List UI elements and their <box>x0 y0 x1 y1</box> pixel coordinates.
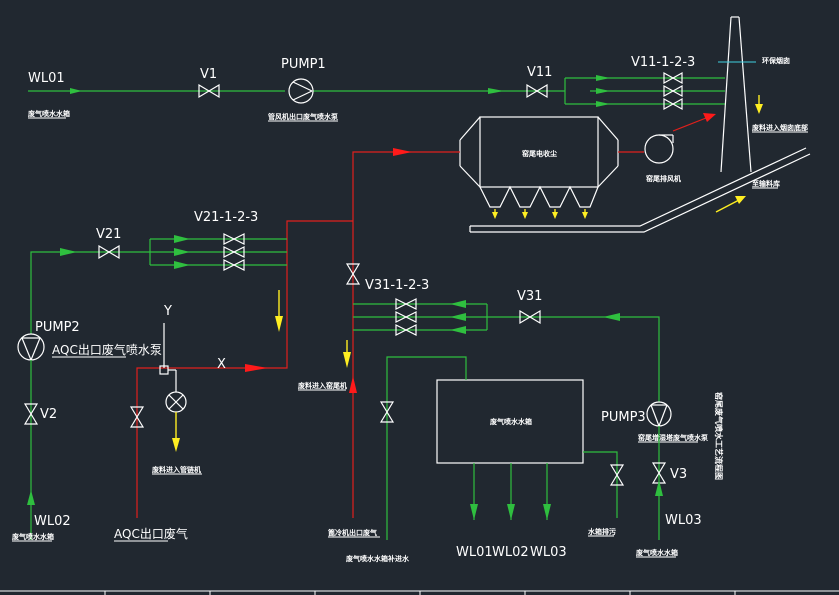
pump2-desc: AQC出口废气喷水泵 <box>52 342 162 357</box>
pump1-desc: 管风机出口废气喷水泵 <box>268 112 338 121</box>
wl02-inlet-desc: 废气喷水水箱 <box>12 532 54 541</box>
y-label: Y <box>163 304 172 319</box>
valve-tank-supply[interactable] <box>379 401 395 423</box>
tank-outlets <box>470 463 551 520</box>
water-tank <box>436 379 584 464</box>
valve-group-v11-123-label: V11-1-2-3 <box>631 55 695 70</box>
valve-group-v21-123[interactable] <box>223 233 245 271</box>
valve-group-v31-123[interactable] <box>395 298 417 336</box>
valve-v1-label: V1 <box>200 67 217 82</box>
valve-aqc[interactable] <box>129 406 145 428</box>
valve-v2[interactable] <box>23 403 39 425</box>
valve-group-v21-123-label: V21-1-2-3 <box>194 210 258 225</box>
valve-v31[interactable] <box>519 309 541 325</box>
chimney <box>718 16 756 173</box>
v21-water-line <box>30 235 287 334</box>
raw-material-desc: 废料进入管链机 <box>152 465 201 474</box>
valve-v31-label: V31 <box>517 289 542 304</box>
kiln-tail-desc: 废料进入窑尾机 <box>298 381 347 390</box>
wl01-inlet-desc: 废气喷水水箱 <box>28 109 70 118</box>
rotary-feeder[interactable] <box>165 391 187 413</box>
pump1-label: PUMP1 <box>281 57 326 72</box>
wl03-outlet-label: WL03 <box>530 545 567 560</box>
pump1[interactable] <box>288 78 314 104</box>
drain-line <box>583 451 618 518</box>
wl03-inlet-desc: 废气喷水水箱 <box>636 548 678 557</box>
pump3-label: PUMP3 <box>601 410 646 425</box>
kiln-tail-fan[interactable] <box>644 134 674 164</box>
pump3-desc: 窑尾增湿塔废气喷水泵 <box>638 433 708 442</box>
valve-drain[interactable] <box>609 464 625 486</box>
dust-collector-desc: 窑尾电收尘 <box>522 149 557 158</box>
aqc-outlet-label: AQC出口废气 <box>114 526 188 541</box>
wl01-inlet-label: WL01 <box>28 71 65 86</box>
top-water-line <box>28 75 725 107</box>
v31-water-line <box>353 300 660 402</box>
wl02-outlet-label: WL02 <box>492 545 529 560</box>
dust-collector <box>459 116 619 219</box>
conveyor <box>469 147 811 233</box>
diagram-title: 窑尾废气喷水工艺流程图 <box>714 392 724 480</box>
pump2[interactable] <box>17 333 45 361</box>
valve-group-v11-123[interactable] <box>663 71 683 111</box>
tank-supply-line <box>386 356 467 540</box>
valve-group-v31-123-label: V31-1-2-3 <box>365 278 429 293</box>
valve-v21[interactable] <box>98 244 120 260</box>
wl01-outlet-label: WL01 <box>456 545 493 560</box>
water-tank-desc: 废气喷水水箱 <box>490 417 532 426</box>
chimney-inlet-desc: 废料进入烟囱底部 <box>752 123 808 132</box>
pump2-label: PUMP2 <box>35 320 80 335</box>
x-label: X <box>217 357 226 372</box>
valve-v21-label: V21 <box>96 227 121 242</box>
pump3[interactable] <box>646 401 672 427</box>
valve-v11-label: V11 <box>527 65 552 80</box>
valve-v3-label: V3 <box>670 467 687 482</box>
valve-v11[interactable] <box>526 83 548 99</box>
valve-v1[interactable] <box>198 83 220 99</box>
wl03-inlet-label: WL03 <box>665 513 702 528</box>
fan-desc: 窑尾排风机 <box>646 174 681 183</box>
valve-v2-label: V2 <box>40 407 57 422</box>
chimney-top-desc: 环保烟囱 <box>762 56 790 65</box>
wl02-inlet-label: WL02 <box>34 514 71 529</box>
conveyor-desc: 至输料库 <box>752 179 780 188</box>
tank-supply-desc: 废气喷水水箱补进水 <box>346 554 410 563</box>
drain-desc: 水箱排污 <box>588 527 616 536</box>
valve-red-vertical[interactable] <box>345 263 361 285</box>
cooler-outlet-desc: 篦冷机出口废气 <box>328 528 377 537</box>
